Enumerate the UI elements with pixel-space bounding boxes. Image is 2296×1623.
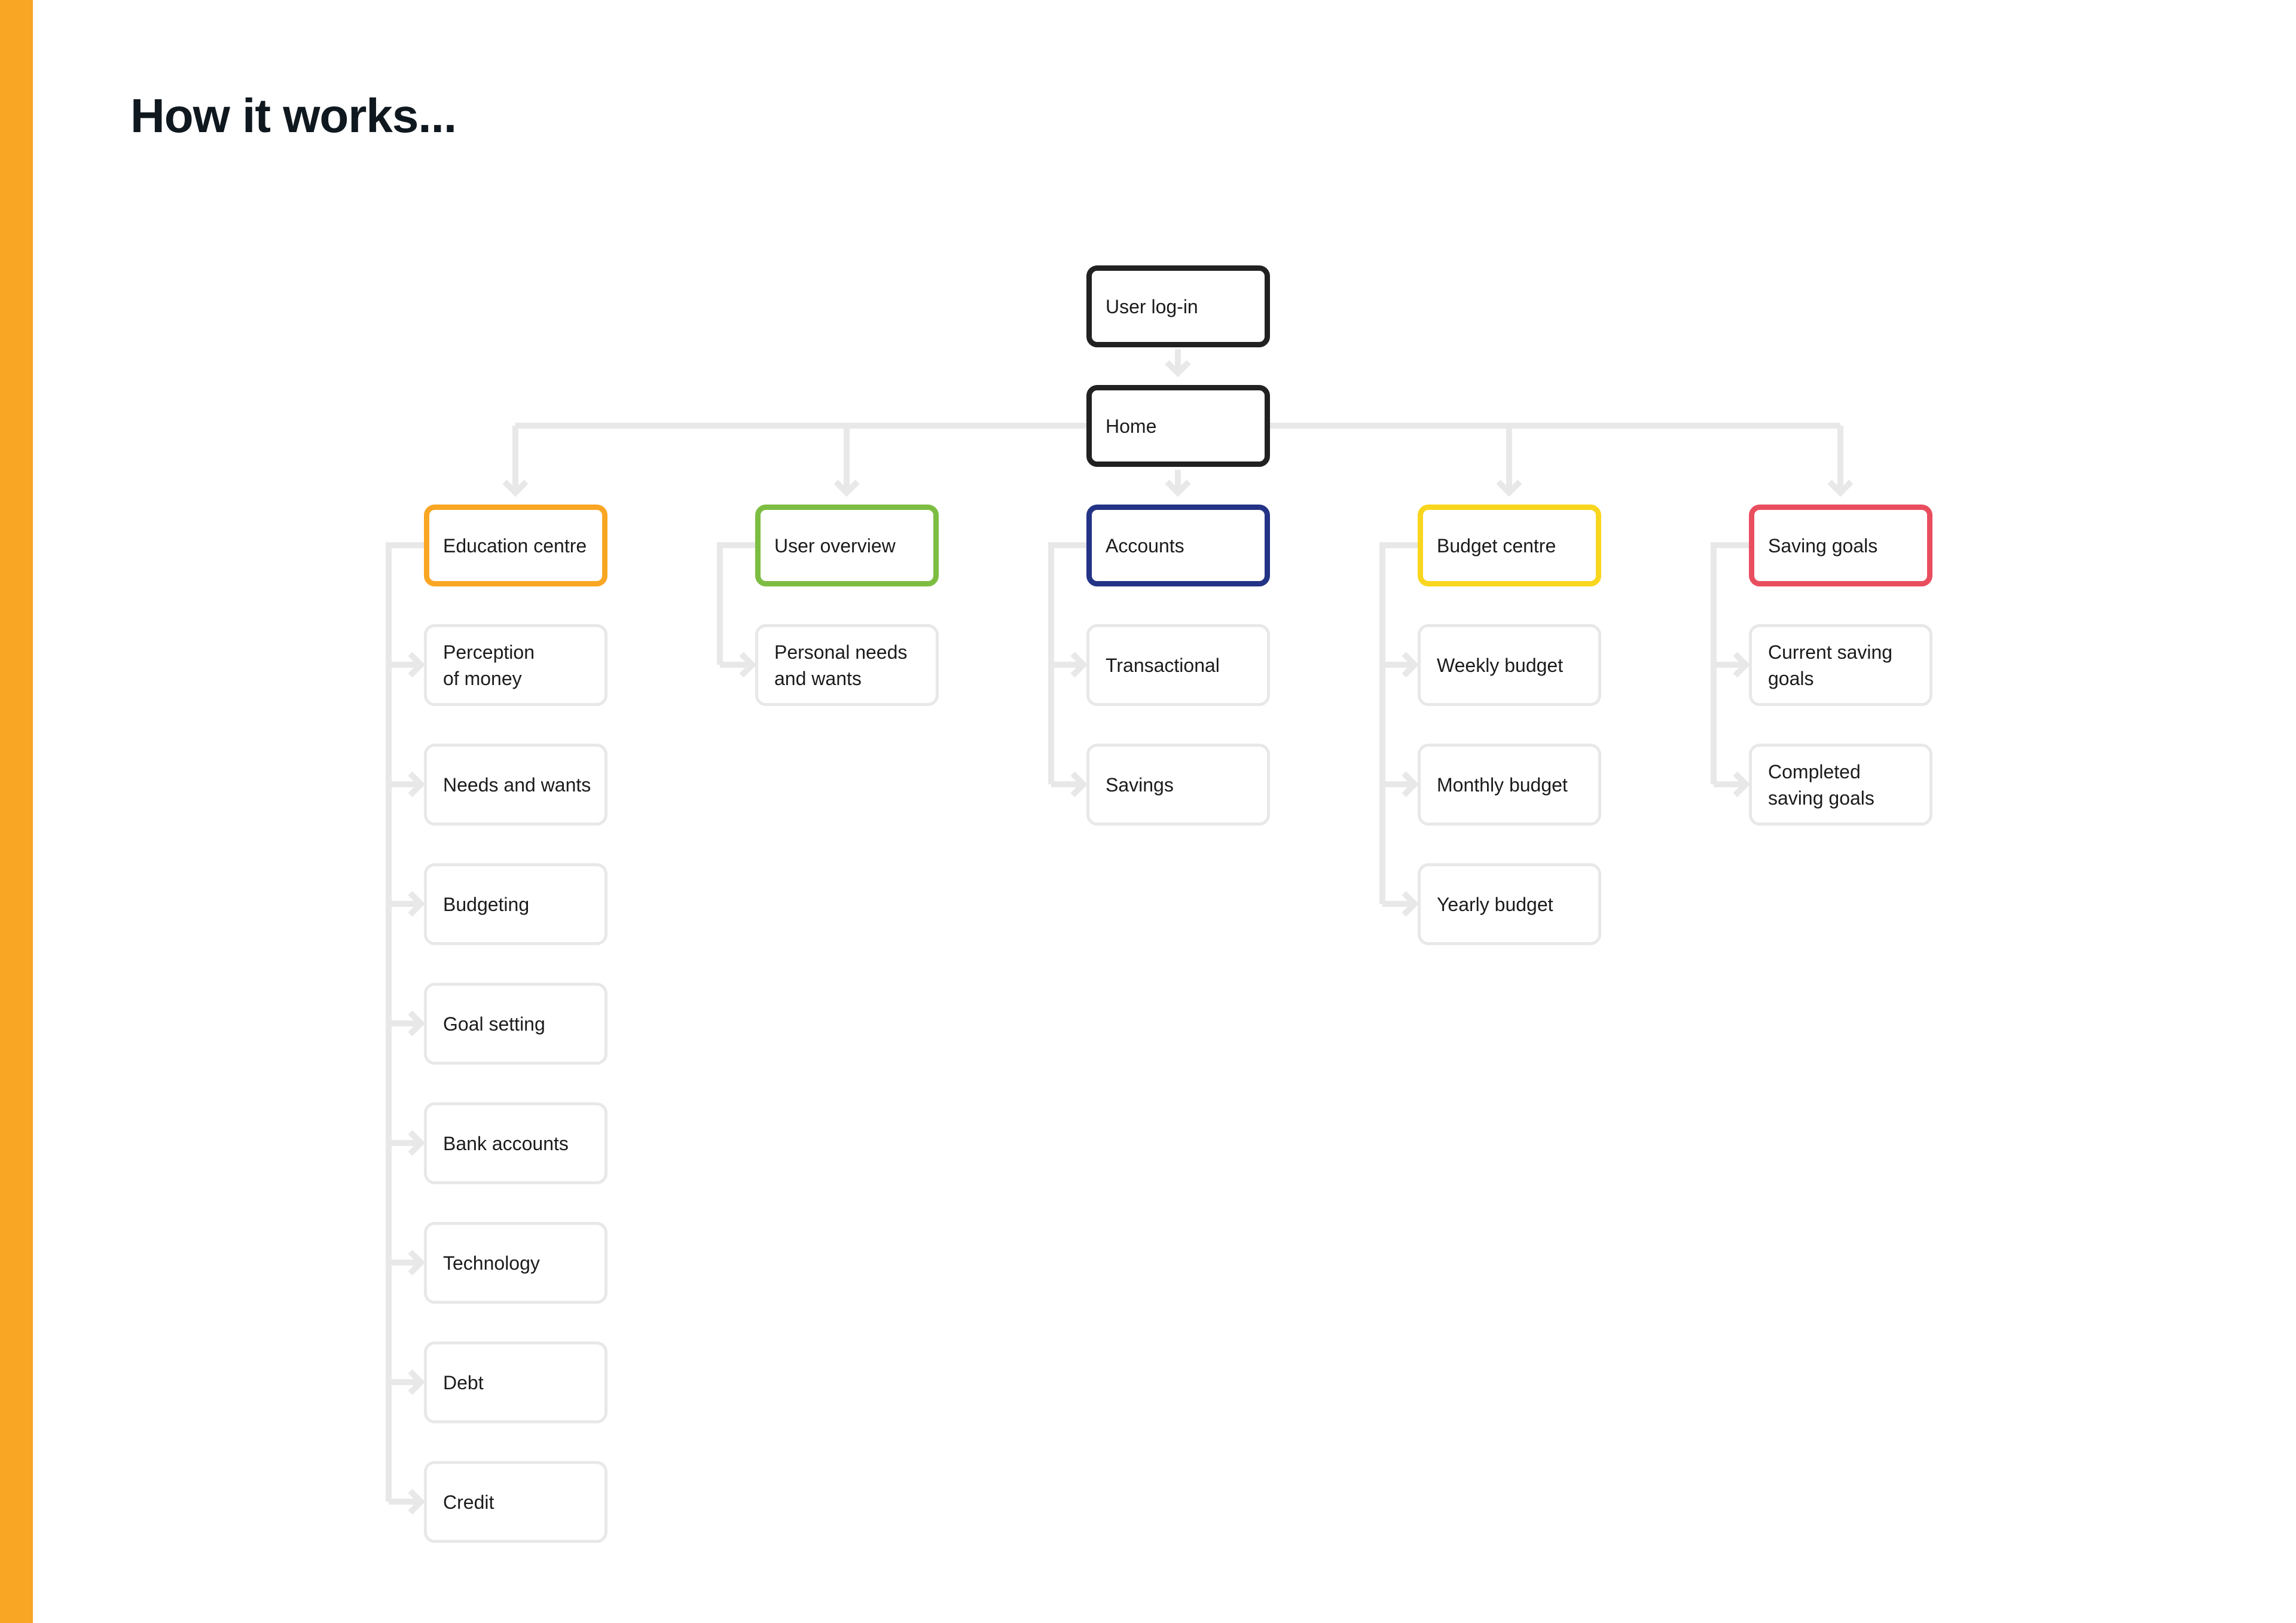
- connector-education-child-1: [389, 652, 426, 678]
- node-label: Saving goals: [1768, 534, 1878, 557]
- connector-saving-spine: [1711, 542, 1749, 784]
- node-user-overview: User overview: [755, 505, 939, 586]
- connector-user-overview-child-1: [720, 652, 757, 678]
- node-label: Savings: [1106, 774, 1174, 796]
- node-accounts: Accounts: [1086, 505, 1270, 586]
- node-needs-and-wants: Needs and wants: [424, 744, 607, 826]
- node-education-centre: Education centre: [424, 505, 607, 586]
- arrowhead-budget: [1496, 479, 1522, 497]
- page-title: How it works...: [130, 89, 457, 142]
- node-label: Needs and wants: [443, 774, 591, 796]
- node-label: Personal needs and wants: [774, 641, 908, 689]
- node-user-log-in: User log-in: [1086, 265, 1270, 347]
- connector-budget-spine: [1379, 542, 1418, 904]
- node-label: Weekly budget: [1437, 654, 1564, 676]
- node-completed-saving-goals: Completed saving goals: [1749, 744, 1932, 826]
- node-yearly-budget: Yearly budget: [1418, 863, 1601, 945]
- node-label: Current saving goals: [1768, 641, 1893, 689]
- node-transactional: Transactional: [1086, 624, 1270, 706]
- node-perception-of-money: Perception of money: [424, 624, 607, 706]
- node-label: Monthly budget: [1437, 774, 1568, 796]
- connector-user-overview-spine: [717, 542, 755, 665]
- node-label: Accounts: [1106, 534, 1184, 557]
- node-current-saving-goals: Current saving goals: [1749, 624, 1932, 706]
- node-label: Education centre: [443, 534, 587, 557]
- node-saving-goals: Saving goals: [1749, 505, 1932, 586]
- node-label: Budgeting: [443, 893, 530, 915]
- connector-education-spine: [386, 542, 424, 1502]
- node-goal-setting: Goal setting: [424, 983, 607, 1065]
- node-debt: Debt: [424, 1341, 607, 1423]
- connector-budget-child-3: [1382, 891, 1419, 917]
- node-budgeting: Budgeting: [424, 863, 607, 945]
- node-label: Yearly budget: [1437, 893, 1553, 915]
- arrowhead-home: [1165, 360, 1191, 378]
- node-bank-accounts: Bank accounts: [424, 1102, 607, 1184]
- node-credit: Credit: [424, 1461, 607, 1543]
- arrowhead-accounts: [1165, 479, 1191, 497]
- connector-budget-child-1: [1382, 652, 1419, 678]
- node-budget-centre: Budget centre: [1418, 505, 1601, 586]
- connector-accounts-spine: [1048, 542, 1086, 784]
- connector-education-child-3: [389, 891, 426, 917]
- connector-saving-child-2: [1714, 771, 1751, 797]
- arrowhead-user-overview: [833, 479, 860, 497]
- arrowhead-saving: [1827, 479, 1854, 497]
- node-personal-needs-and-wants: Personal needs and wants: [755, 624, 939, 706]
- node-weekly-budget: Weekly budget: [1418, 624, 1601, 706]
- connector-education-child-4: [389, 1010, 426, 1037]
- arrowhead-education: [502, 479, 529, 497]
- connector-education-child-8: [389, 1488, 426, 1515]
- connector-education-child-5: [389, 1130, 426, 1156]
- node-label: Perception of money: [443, 641, 535, 689]
- node-technology: Technology: [424, 1222, 607, 1304]
- node-label: Home: [1106, 415, 1157, 437]
- node-label: Technology: [443, 1252, 540, 1274]
- connector-saving-child-1: [1714, 652, 1751, 678]
- node-label: Debt: [443, 1371, 484, 1393]
- connector-education-child-7: [389, 1369, 426, 1395]
- node-savings: Savings: [1086, 744, 1270, 826]
- node-label: Budget centre: [1437, 534, 1556, 557]
- connector-accounts-child-1: [1051, 652, 1088, 678]
- node-home: Home: [1086, 385, 1270, 467]
- node-label: Credit: [443, 1491, 494, 1513]
- connector-education-child-2: [389, 771, 426, 797]
- node-label: Bank accounts: [443, 1132, 569, 1154]
- node-label: Transactional: [1106, 654, 1220, 676]
- node-label: Goal setting: [443, 1013, 545, 1035]
- orange-side-bar: [0, 0, 33, 1623]
- node-label: User log-in: [1106, 295, 1198, 317]
- connector-education-child-6: [389, 1249, 426, 1276]
- node-label: Completed saving goals: [1768, 760, 1874, 809]
- connector-accounts-child-2: [1051, 771, 1088, 797]
- node-monthly-budget: Monthly budget: [1418, 744, 1601, 826]
- node-label: User overview: [774, 534, 896, 557]
- connector-budget-child-2: [1382, 771, 1419, 797]
